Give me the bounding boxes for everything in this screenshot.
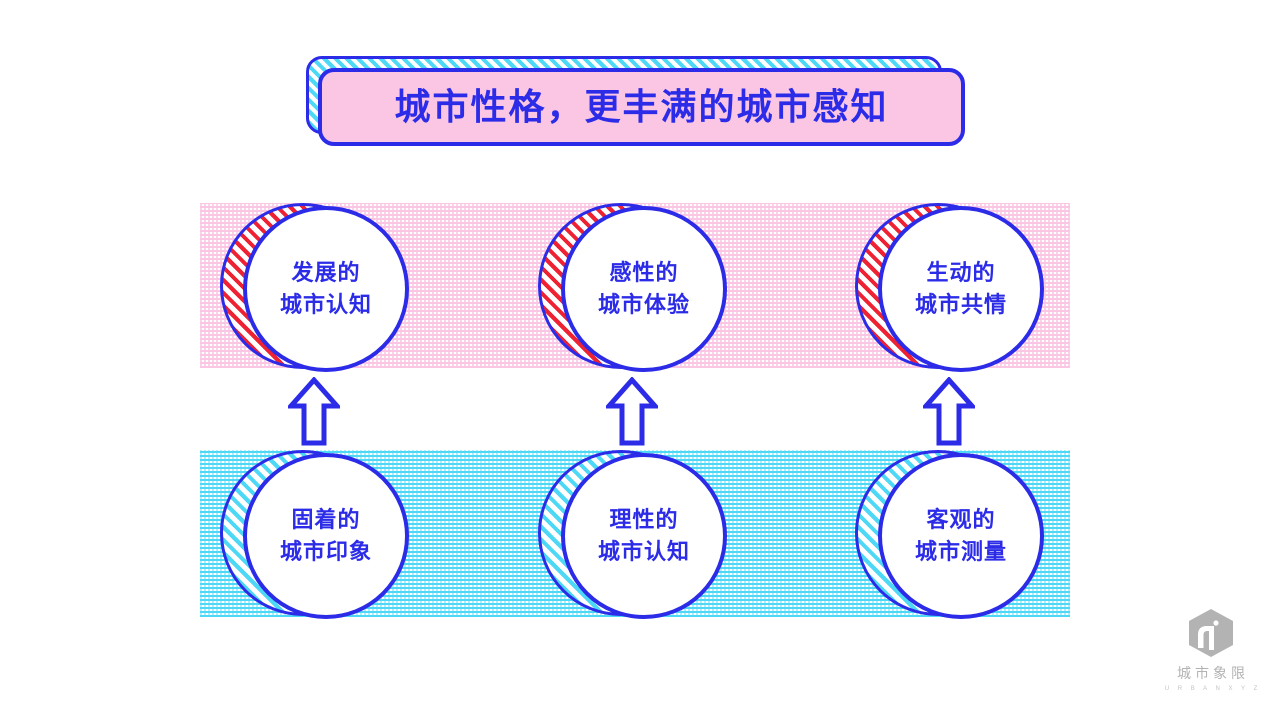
node-label-line1: 客观的 <box>926 507 996 533</box>
node-label-line2: 城市体验 <box>597 292 690 317</box>
logo-name-en: U R B A N X Y Z <box>1164 686 1261 692</box>
node-label-line1: 感性的 <box>609 260 679 286</box>
title-plate: 城市性格，更丰满的城市感知 <box>318 68 965 146</box>
node-bottom-objective-measurement[interactable]: 客观的 城市测量 <box>855 450 1045 622</box>
node-label-line2: 城市认知 <box>279 292 372 317</box>
node-top-development-cognition[interactable]: 发展的 城市认知 <box>220 203 410 375</box>
hexagon-elephant-logo-icon <box>1185 608 1237 658</box>
page-title: 城市性格，更丰满的城市感知 <box>394 86 889 127</box>
node-face: 感性的 城市体验 <box>561 206 727 372</box>
node-face: 理性的 城市认知 <box>561 453 727 619</box>
node-label-line1: 理性的 <box>609 507 679 533</box>
title-banner: 城市性格，更丰满的城市感知 <box>306 56 966 146</box>
node-label-line2: 城市认知 <box>597 539 690 564</box>
logo-name-cn: 城市象限 <box>1177 665 1249 681</box>
node-label-line2: 城市共情 <box>914 292 1007 317</box>
node-face: 客观的 城市测量 <box>878 453 1044 619</box>
node-label-line1: 生动的 <box>926 260 996 286</box>
node-label-line1: 固着的 <box>291 507 361 533</box>
node-bottom-rational-cognition[interactable]: 理性的 城市认知 <box>538 450 728 622</box>
up-arrow-icon <box>606 377 658 447</box>
up-arrow-icon <box>288 377 340 447</box>
node-bottom-fixed-impression[interactable]: 固着的 城市印象 <box>220 450 410 622</box>
node-face: 发展的 城市认知 <box>243 206 409 372</box>
node-face: 生动的 城市共情 <box>878 206 1044 372</box>
node-label-line1: 发展的 <box>291 260 361 286</box>
node-label-line2: 城市印象 <box>279 539 372 564</box>
node-face: 固着的 城市印象 <box>243 453 409 619</box>
node-top-vivid-empathy[interactable]: 生动的 城市共情 <box>855 203 1045 375</box>
brand-logo: 城市象限 U R B A N X Y Z <box>1160 608 1262 700</box>
node-top-emotional-experience[interactable]: 感性的 城市体验 <box>538 203 728 375</box>
up-arrow-icon <box>923 377 975 447</box>
node-label-line2: 城市测量 <box>914 539 1007 564</box>
